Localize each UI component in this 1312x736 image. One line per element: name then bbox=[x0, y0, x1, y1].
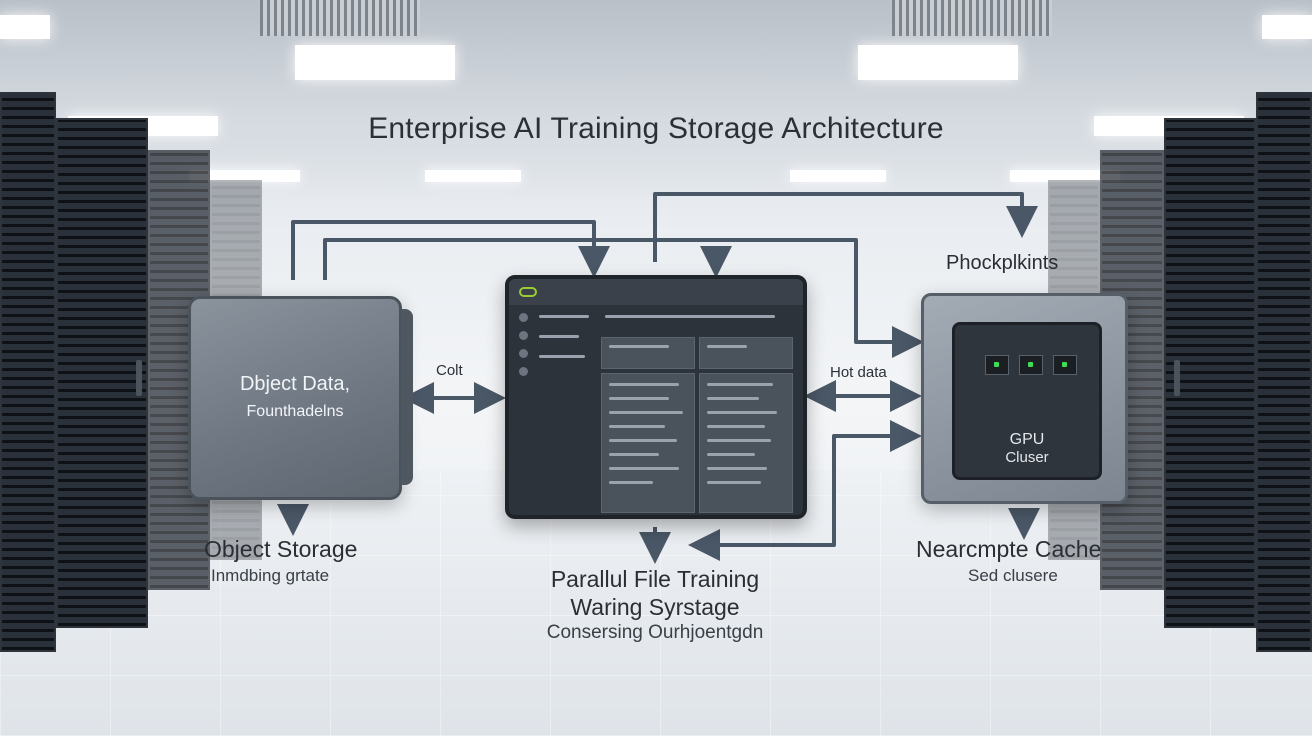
arrow-top-high bbox=[653, 192, 1038, 262]
screen-text-line bbox=[539, 355, 585, 358]
screen-text-line bbox=[609, 467, 679, 470]
screen-top-bar bbox=[509, 279, 803, 305]
gpu-label-line1: GPU bbox=[1009, 431, 1045, 448]
screen-text-line bbox=[609, 345, 669, 348]
ceiling-vent bbox=[260, 0, 420, 36]
object-box-line1: Dbject Data, bbox=[239, 373, 351, 395]
ceiling-light bbox=[190, 170, 300, 182]
status-led-icon bbox=[1062, 362, 1067, 367]
screen-text-line bbox=[609, 397, 669, 400]
server-rack-right bbox=[1256, 92, 1312, 652]
screen-text-line bbox=[539, 315, 589, 318]
right-link-label: Hot data bbox=[830, 364, 887, 381]
ceiling-light bbox=[0, 15, 50, 39]
gpu-label-line2: Cluser bbox=[1005, 449, 1049, 466]
center-caption-line1: Parallul File Training bbox=[550, 566, 760, 592]
rack-handle bbox=[1174, 360, 1180, 396]
screen-text-line bbox=[707, 397, 759, 400]
screen-text-line bbox=[605, 315, 775, 318]
center-caption: Parallul File Training Waring Syrstage C… bbox=[480, 566, 830, 644]
ceiling-light bbox=[790, 170, 886, 182]
screen-text-line bbox=[707, 439, 771, 442]
gpu-cluster-panel: GPU Cluser bbox=[952, 322, 1102, 480]
object-box-line2: Founthadelns bbox=[246, 403, 344, 420]
arrow-top-outer bbox=[291, 220, 610, 280]
screen-nav-dot bbox=[519, 331, 528, 340]
ceiling-light bbox=[1010, 170, 1120, 182]
screen-panel bbox=[601, 373, 695, 513]
server-rack-left bbox=[56, 118, 148, 628]
screen-text-line bbox=[707, 453, 755, 456]
screen-text-line bbox=[539, 335, 579, 338]
top-right-label: Phockplkints bbox=[946, 252, 1059, 274]
arrow-top-inner bbox=[323, 238, 924, 358]
screen-text-line bbox=[707, 383, 773, 386]
screen-text-line bbox=[609, 439, 677, 442]
screen-text-line bbox=[707, 345, 747, 348]
screen-panel bbox=[601, 337, 695, 369]
screen-text-line bbox=[609, 383, 679, 386]
status-led-icon bbox=[1028, 362, 1033, 367]
screen-nav-dot bbox=[519, 313, 528, 322]
screen-panel bbox=[699, 373, 793, 513]
ceiling-light bbox=[295, 45, 455, 80]
screen-text-line bbox=[609, 453, 659, 456]
gpu-caption-title: Nearcmpte Cache bbox=[916, 536, 1102, 562]
center-caption-line2: Waring Syrstage bbox=[570, 594, 740, 620]
object-storage-caption-title: Object Storage bbox=[204, 536, 358, 562]
screen-text-line bbox=[609, 411, 683, 414]
gpu-cluster-box: GPU Cluser bbox=[921, 293, 1128, 504]
screen-panel bbox=[699, 337, 793, 369]
screen-text-line bbox=[707, 425, 765, 428]
screen-nav-dot bbox=[519, 367, 528, 376]
gpu-chip bbox=[1053, 355, 1077, 375]
ceiling-vent bbox=[892, 0, 1052, 36]
screen-text-line bbox=[609, 425, 665, 428]
diagram-title: Enterprise AI Training Storage Architect… bbox=[368, 112, 944, 145]
status-led-icon bbox=[994, 362, 999, 367]
parallel-file-system-screen bbox=[505, 275, 807, 519]
ceiling-light bbox=[858, 45, 1018, 80]
screen-nav-dot bbox=[519, 349, 528, 358]
object-storage-box: Dbject Data, Founthadelns bbox=[188, 296, 413, 500]
ceiling-light bbox=[425, 170, 521, 182]
rack-handle bbox=[136, 360, 142, 396]
screen-text-line bbox=[707, 467, 767, 470]
gpu-chip bbox=[985, 355, 1009, 375]
object-storage-side-panel bbox=[401, 309, 413, 485]
ceiling-light bbox=[1262, 15, 1312, 39]
screen-text-line bbox=[707, 481, 761, 484]
screen-text-line bbox=[609, 481, 653, 484]
gpu-chip bbox=[1019, 355, 1043, 375]
server-rack-right bbox=[1164, 118, 1256, 628]
screen-text-line bbox=[707, 411, 777, 414]
screen-status-indicator bbox=[519, 287, 537, 297]
ceiling bbox=[0, 0, 1312, 200]
server-rack-left bbox=[0, 92, 56, 652]
object-storage-caption-subtitle: Inmdbing grtate bbox=[211, 566, 330, 585]
left-link-label: Colt bbox=[436, 362, 463, 379]
gpu-caption-subtitle: Sed clusere bbox=[968, 566, 1058, 585]
center-caption-line3: Consersing Ourhjoentgdn bbox=[546, 622, 764, 643]
